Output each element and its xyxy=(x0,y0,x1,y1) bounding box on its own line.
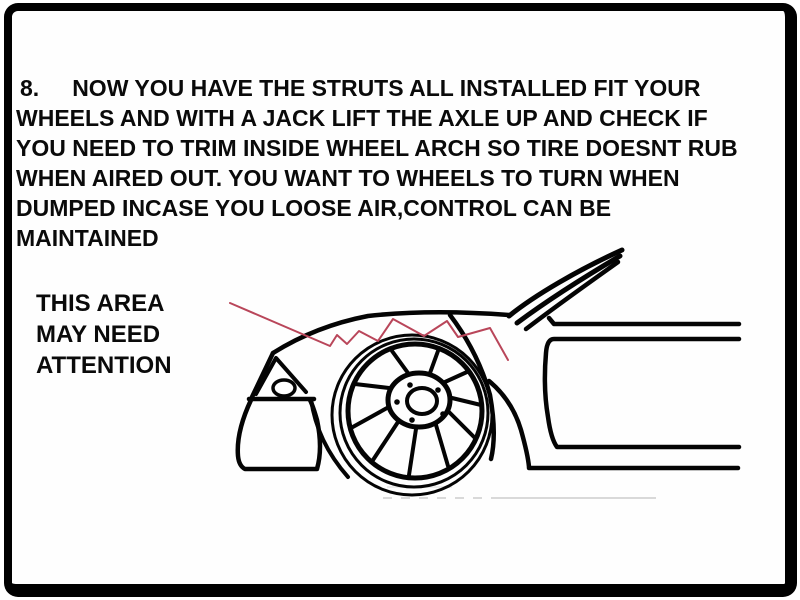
callout-line: MAY NEED xyxy=(36,321,161,348)
lug-nuts xyxy=(394,382,446,423)
tire-inner-circle xyxy=(338,337,490,489)
callout-line: THIS AREA xyxy=(36,290,165,317)
instruction-line: WHEELS AND WITH A JACK LIFT THE AXLE UP … xyxy=(16,105,708,131)
hood-fender-line xyxy=(270,310,512,356)
fender-rear-edge xyxy=(486,378,532,470)
wheel-spokes xyxy=(349,349,483,477)
callout-line: ATTENTION xyxy=(36,352,172,379)
center-cap-hole xyxy=(405,386,439,416)
pointer-and-zigzag-line xyxy=(229,302,509,361)
instruction-line: 8. NOW YOU HAVE THE STRUTS ALL INSTALLED … xyxy=(16,73,776,103)
a-pillar-line-2 xyxy=(514,253,623,326)
instruction-line: YOU NEED TO TRIM INSIDE WHEEL ARCH SO TI… xyxy=(16,135,738,161)
hub-ellipse xyxy=(385,370,453,430)
ground-line xyxy=(383,486,656,499)
instruction-text: 8. NOW YOU HAVE THE STRUTS ALL INSTALLED … xyxy=(16,73,776,253)
front-edge-line xyxy=(249,350,276,400)
wheel xyxy=(330,333,494,497)
instruction-line-text: NOW YOU HAVE THE STRUTS ALL INSTALLED FI… xyxy=(72,75,701,101)
wheel-arch-left xyxy=(309,397,350,479)
instruction-line: WHEN AIRED OUT. YOU WANT TO WHEELS TO TU… xyxy=(16,165,680,191)
attention-marks xyxy=(229,302,509,361)
foglight-oval xyxy=(271,378,297,398)
rim-circle xyxy=(345,341,485,481)
instruction-line: DUMPED INCASE YOU LOOSE AIR,CONTROL CAN … xyxy=(16,195,612,221)
headlight-outline xyxy=(254,356,308,396)
a-pillar-line-3 xyxy=(523,259,621,332)
border-frame xyxy=(4,3,797,597)
door-outline xyxy=(542,336,742,450)
attention-callout: THIS AREA MAY NEED ATTENTION xyxy=(36,288,172,381)
a-pillar-line-1 xyxy=(506,247,625,319)
instruction-line: MAINTAINED xyxy=(16,225,159,251)
step-number: 8. xyxy=(20,75,40,101)
car-outline xyxy=(235,247,742,479)
front-bumper xyxy=(235,397,323,472)
belt-line xyxy=(546,315,742,327)
tire-outer-circle xyxy=(330,333,494,497)
